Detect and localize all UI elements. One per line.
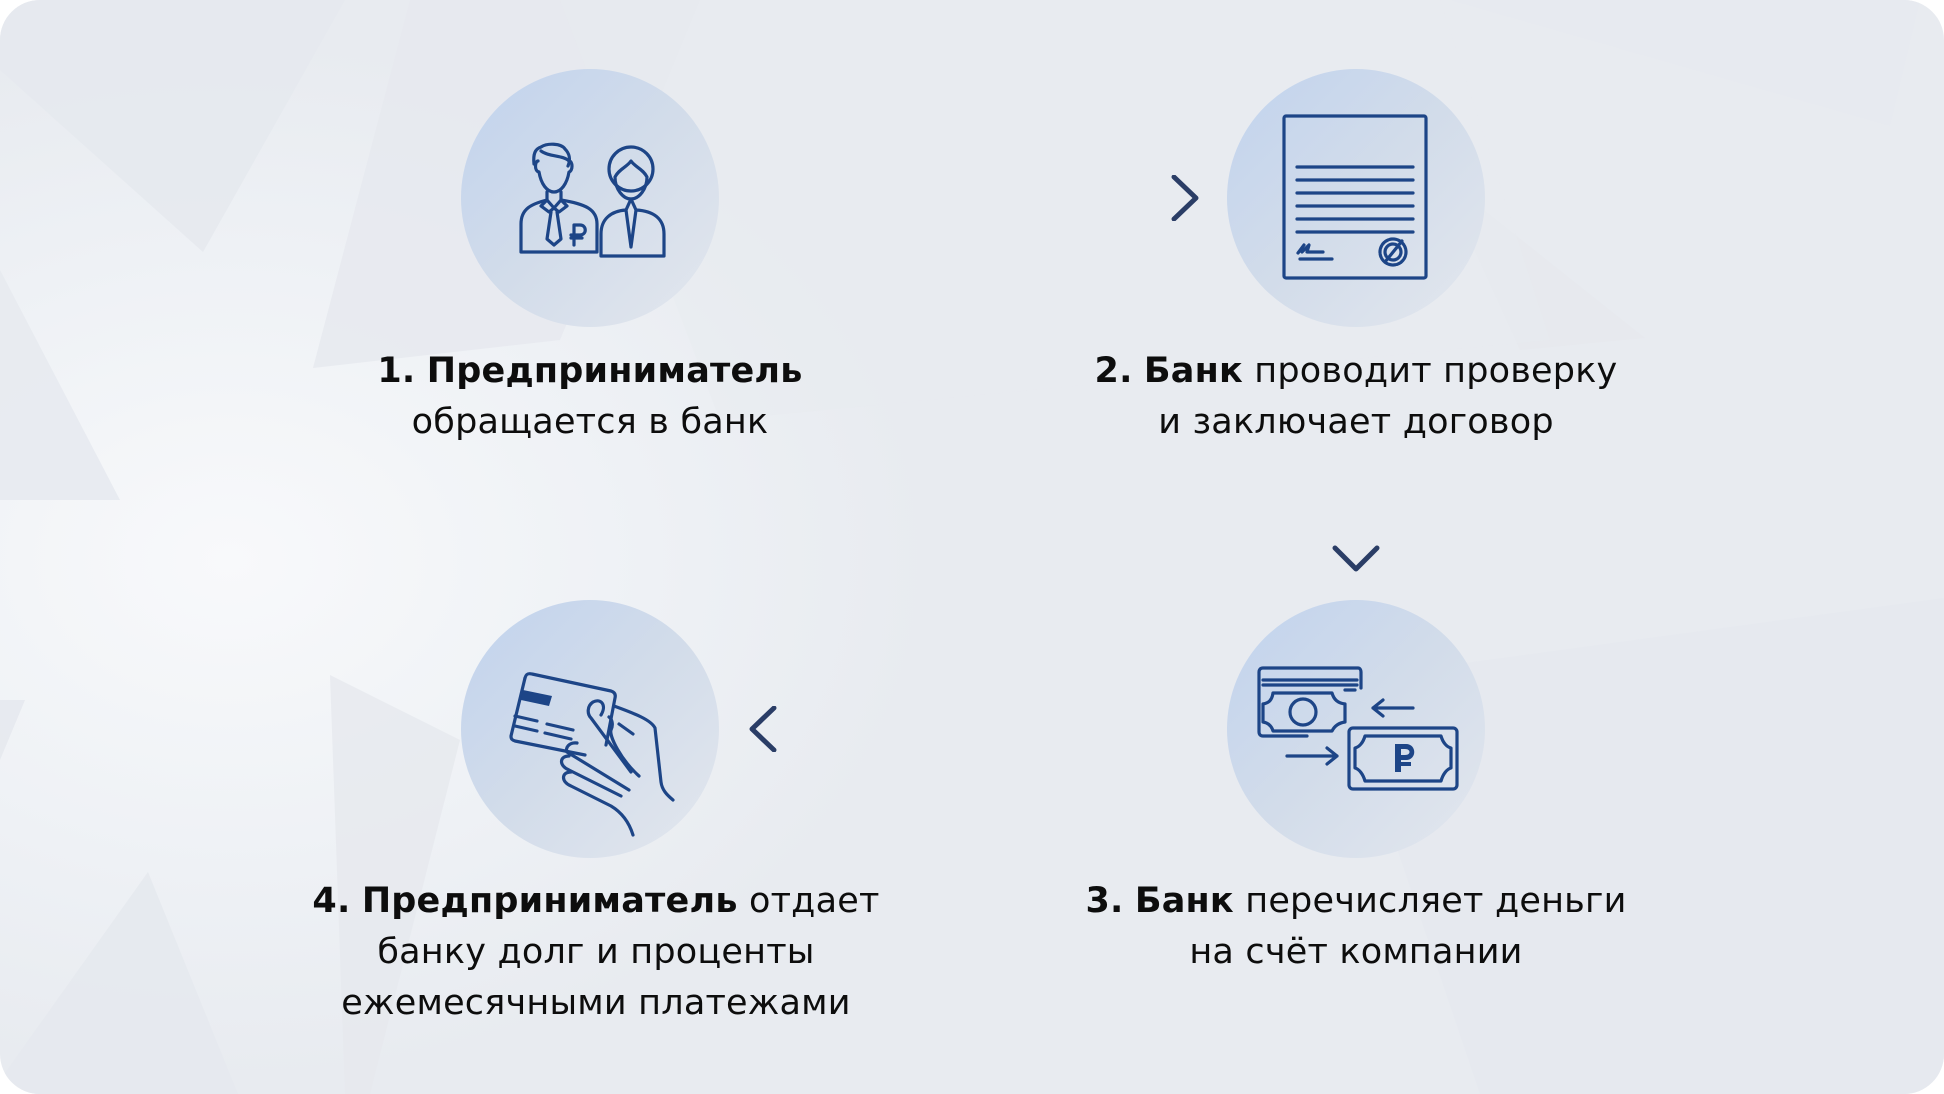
bg-shape [0,270,120,500]
step-number: 2. [1094,351,1133,391]
step-actor: Банк [1143,351,1243,391]
arrowhead-down-icon [1332,545,1380,572]
step-number: 3. [1085,881,1124,921]
step-actor: Предприниматель [361,881,738,921]
caption-line-2: и заключает договор [1158,402,1554,442]
arrow-step3-to-step4 [749,706,1203,752]
arrow-step1-to-step2 [747,175,1199,221]
step-number: 4. [312,881,351,921]
caption-line-2: на счёт компании [1189,932,1523,972]
step-1-caption: 1. Предприниматель обращается в банк [270,346,910,448]
caption-line-1: 1. Предприниматель [270,346,910,397]
arrowhead-right-icon [1171,175,1199,221]
bg-shape [0,872,238,1094]
caption-line-3: ежемесячными платежами [341,983,851,1023]
bg-shape [0,700,25,760]
step-2-circle [1227,69,1485,327]
bg-shape [330,675,460,1094]
caption-line-1: 3. Банк перечисляет деньги [1036,876,1676,927]
signed-contract-icon [1282,114,1428,280]
arrow-step2-to-step3 [1332,467,1380,572]
step-3-circle [1227,600,1485,858]
step-2-caption: 2. Банк проводит проверку и заключает до… [1036,346,1676,448]
caption-rest: перечисляет деньги [1233,881,1627,921]
businessman-and-woman-icon [519,142,666,258]
bg-shape [0,0,345,252]
arrowhead-left-icon [749,706,777,752]
step-4-circle [461,600,719,858]
caption-line-2: банку долг и проценты [377,932,815,972]
step-3-caption: 3. Банк перечисляет деньги на счёт компа… [1036,876,1676,978]
caption-line-1: 2. Банк проводит проверку [1036,346,1676,397]
caption-rest: отдает [737,881,880,921]
step-actor: Предприниматель [426,351,803,391]
step-actor: Банк [1134,881,1234,921]
step-4-caption: 4. Предприниматель отдает банку долг и п… [276,876,916,1029]
caption-line-1: 4. Предприниматель отдает [276,876,916,927]
bg-shape [1340,598,1944,1094]
caption-rest: проводит проверку [1242,351,1618,391]
hand-with-card-icon [509,672,675,837]
step-number: 1. [377,351,416,391]
caption-line-2: обращается в банк [411,402,769,442]
money-transfer-icon [1257,666,1459,791]
bg-shape [1450,0,1920,126]
step-1-circle [461,69,719,327]
